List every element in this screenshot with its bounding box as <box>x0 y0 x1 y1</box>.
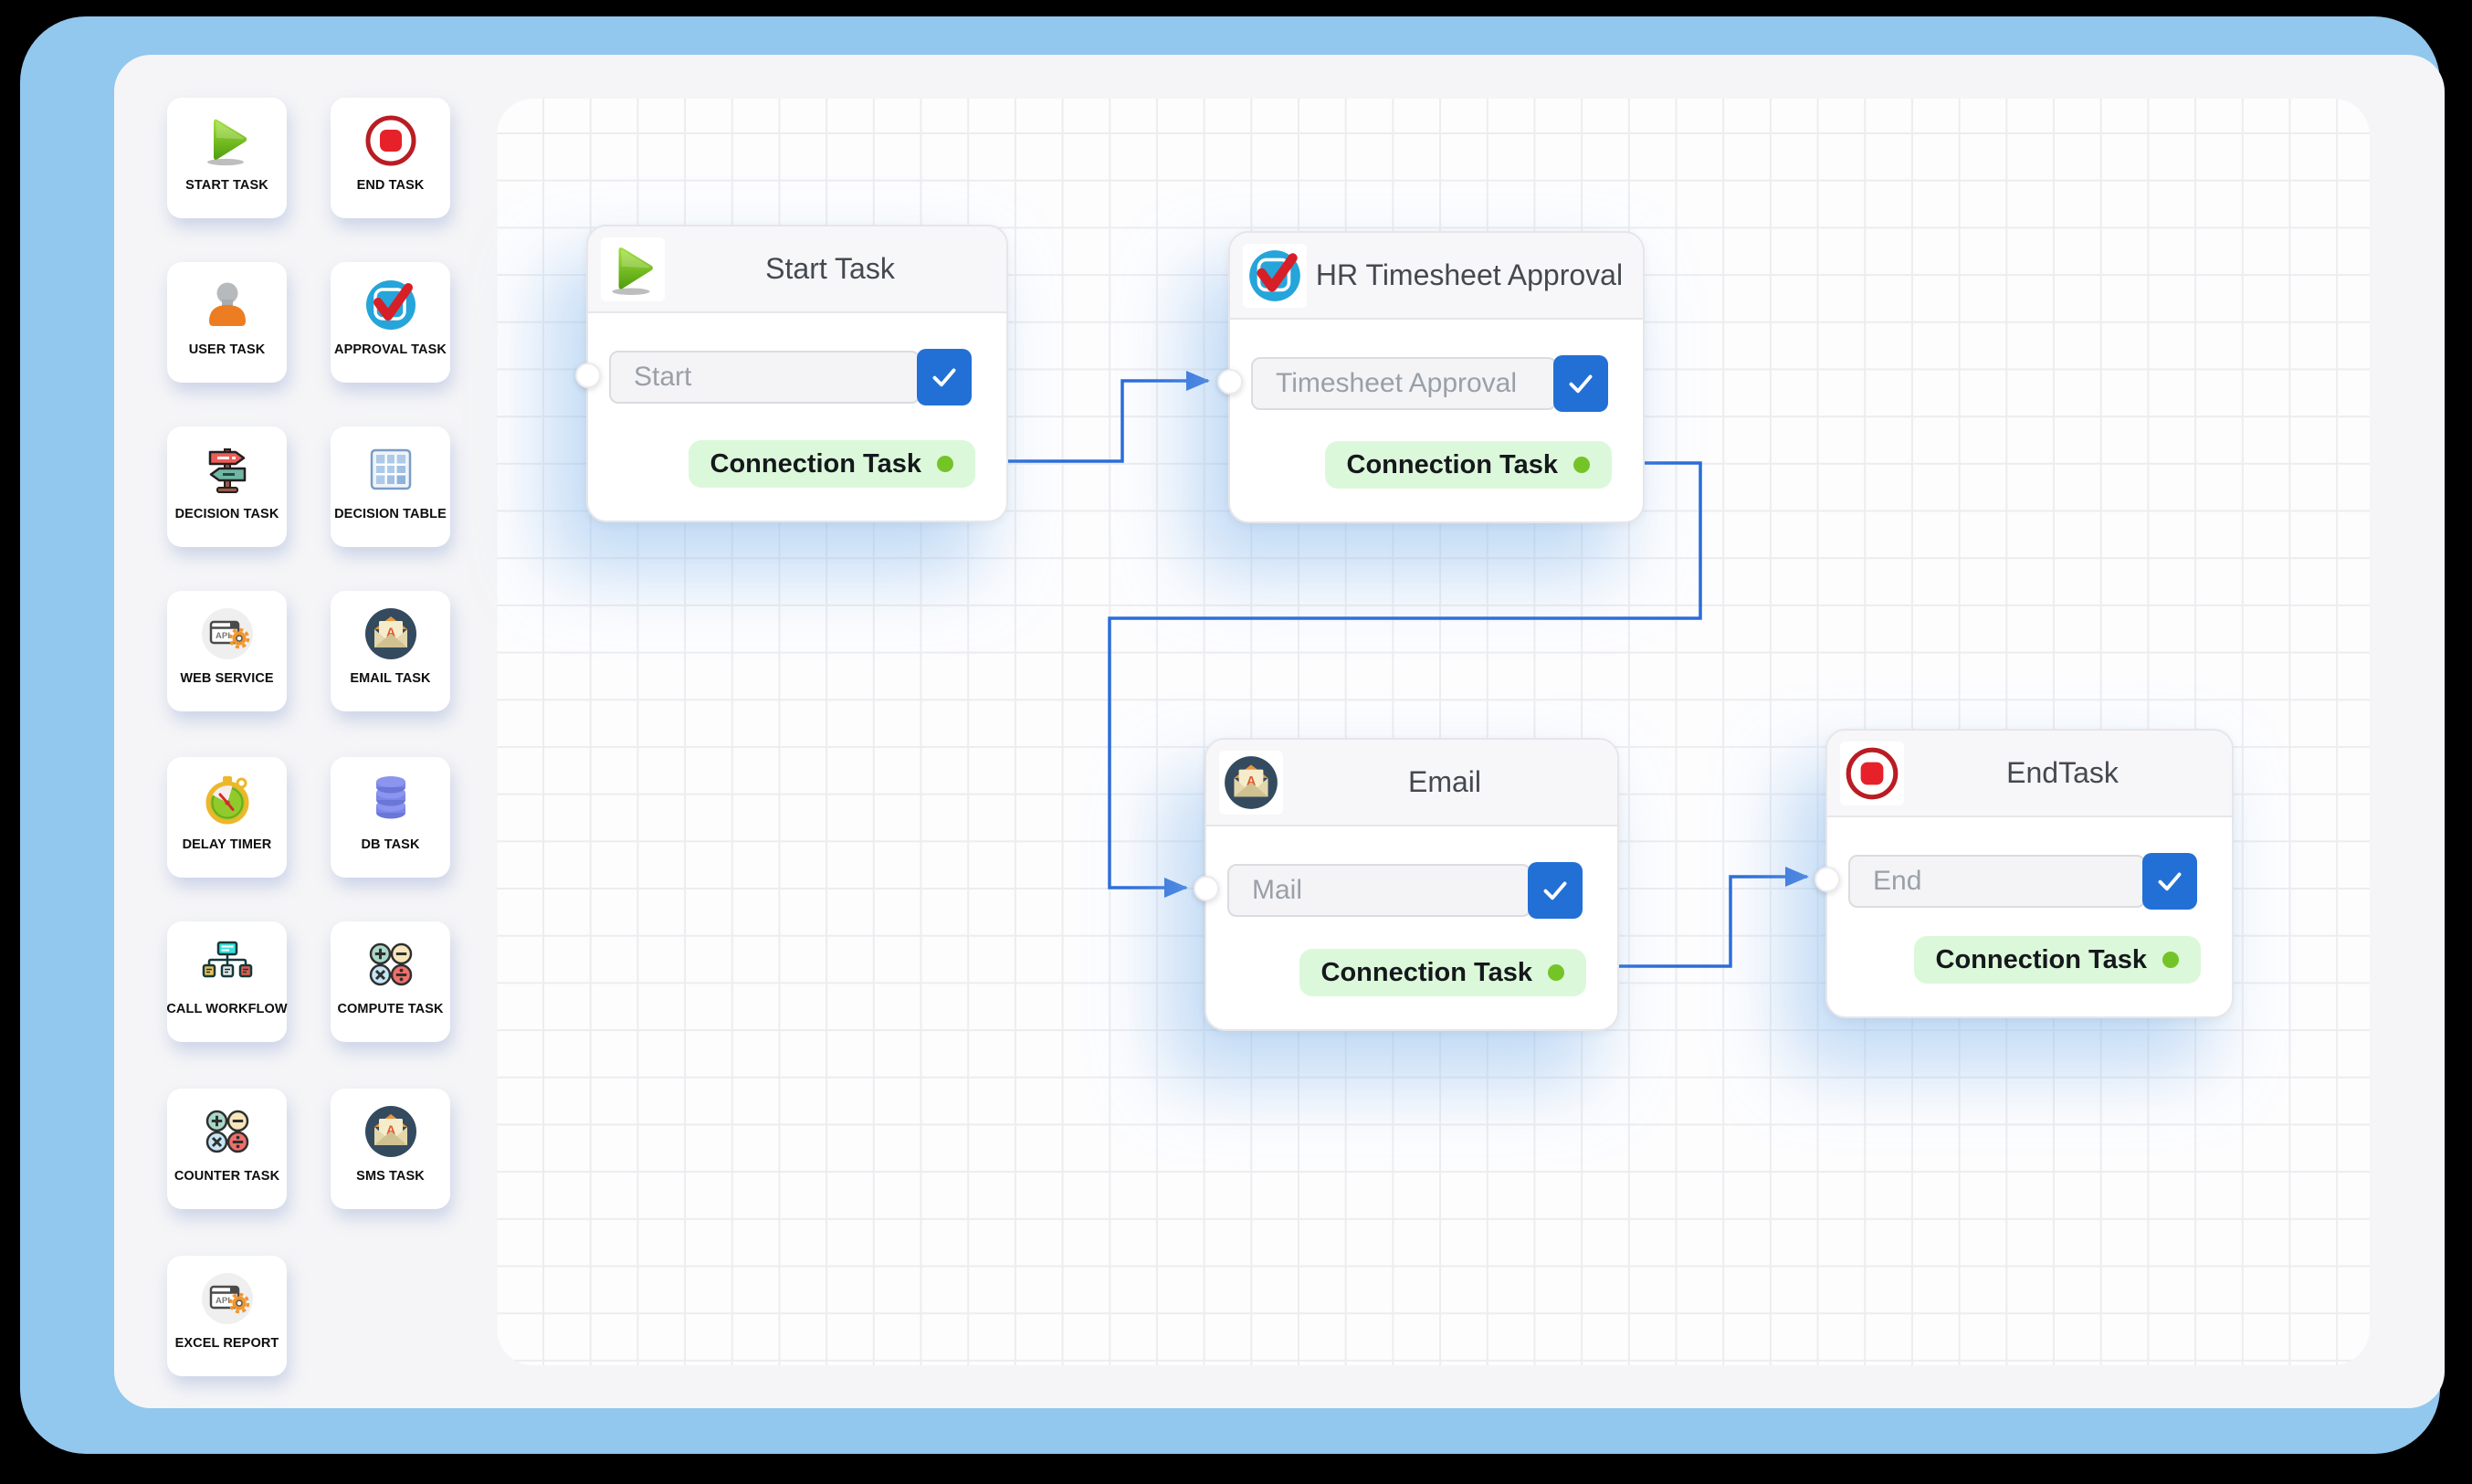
connection-task-badge[interactable]: Connection Task <box>1299 949 1586 996</box>
palette-item-user-task[interactable]: USER TASK <box>167 262 287 383</box>
palette-item-sms-task[interactable]: SMS TASK <box>331 1089 450 1209</box>
palette-item-decision-task[interactable]: DECISION TASK <box>167 426 287 547</box>
node-title: EndTask <box>2006 756 2119 789</box>
connection-task-badge[interactable]: Connection Task <box>1324 441 1612 489</box>
counter-task-icon <box>198 1102 257 1161</box>
call-workflow-icon <box>198 935 257 994</box>
palette-item-label: EMAIL TASK <box>350 671 431 686</box>
compute-task-icon <box>362 935 420 994</box>
palette-item-label: START TASK <box>185 178 268 193</box>
connection-task-badge[interactable]: Connection Task <box>1913 936 2201 984</box>
palette-item-label: DELAY TIMER <box>182 837 272 852</box>
badge-label: Connection Task <box>1935 944 2148 974</box>
email-task-icon <box>1219 750 1283 815</box>
palette-item-web-service[interactable]: WEB SERVICE <box>167 591 287 711</box>
confirm-button[interactable] <box>2142 853 2197 910</box>
palette-item-label: CALL WORKFLOW <box>166 1002 288 1016</box>
confirm-button[interactable] <box>917 349 972 405</box>
palette-item-db-task[interactable]: DB TASK <box>331 757 450 878</box>
palette-item-label: END TASK <box>356 178 425 193</box>
badge-dot <box>2162 952 2179 968</box>
palette-item-decision-table[interactable]: DECISION TABLE <box>331 426 450 547</box>
start-task-icon <box>601 237 665 301</box>
node-header: Email <box>1206 740 1617 826</box>
palette-item-counter-task[interactable]: COUNTER TASK <box>167 1089 287 1209</box>
db-task-icon <box>362 771 420 829</box>
badge-dot <box>937 456 953 472</box>
badge-label: Connection Task <box>710 448 922 479</box>
connection-email-to-endtask <box>1615 867 1809 968</box>
check-icon <box>2158 872 2182 891</box>
node-name-input[interactable]: End <box>1848 855 2146 908</box>
node-input-value: Mail <box>1252 875 1303 905</box>
palette-item-label: DECISION TASK <box>174 507 279 521</box>
excel-report-icon <box>198 1269 257 1328</box>
node-name-input[interactable]: Timesheet Approval <box>1251 357 1557 410</box>
node-header: HR Timesheet Approval <box>1230 233 1643 320</box>
node-name-input[interactable]: Start <box>609 351 920 404</box>
email-task-icon <box>362 605 420 663</box>
palette-item-start-task[interactable]: START TASK <box>167 98 287 218</box>
sms-task-icon <box>362 1102 420 1161</box>
palette-item-label: COUNTER TASK <box>174 1169 280 1184</box>
palette-item-label: COMPUTE TASK <box>337 1002 444 1016</box>
end-task-icon <box>1840 741 1904 805</box>
approval-task-icon <box>1243 243 1307 308</box>
badge-dot <box>1573 457 1590 473</box>
palette-item-label: USER TASK <box>188 342 266 357</box>
badge-dot <box>1548 964 1564 981</box>
palette-item-label: DECISION TABLE <box>334 507 447 521</box>
connection-start-task-to-hr-timesheet-approval <box>1005 371 1210 463</box>
node-input-value: Start <box>634 362 692 392</box>
check-icon <box>932 368 956 387</box>
node-header: Start Task <box>588 226 1006 313</box>
badge-label: Connection Task <box>1346 449 1559 479</box>
palette-item-end-task[interactable]: END TASK <box>331 98 450 218</box>
palette-item-call-workflow[interactable]: CALL WORKFLOW <box>166 921 288 1042</box>
palette-item-approval-task[interactable]: APPROVAL TASK <box>331 262 450 383</box>
connection-task-badge[interactable]: Connection Task <box>688 440 975 488</box>
input-port[interactable] <box>1815 867 1840 892</box>
user-task-icon <box>198 276 257 334</box>
badge-label: Connection Task <box>1320 957 1533 987</box>
palette-item-label: WEB SERVICE <box>180 671 274 686</box>
check-icon <box>1543 881 1567 900</box>
node-title: HR Timesheet Approval <box>1315 258 1624 291</box>
node-title: Start Task <box>765 252 895 285</box>
web-service-icon <box>198 605 257 663</box>
input-port[interactable] <box>1217 369 1243 395</box>
start-task-icon <box>198 111 257 170</box>
node-header: EndTask <box>1827 731 2232 817</box>
palette-item-excel-report[interactable]: EXCEL REPORT <box>167 1256 287 1376</box>
node-input-value: End <box>1873 866 1922 896</box>
palette-item-label: DB TASK <box>361 837 420 852</box>
palette-item-label: SMS TASK <box>356 1169 425 1184</box>
palette-item-compute-task[interactable]: COMPUTE TASK <box>331 921 450 1042</box>
input-port[interactable] <box>1194 876 1219 901</box>
decision-table-icon <box>362 440 420 499</box>
palette-item-label: EXCEL REPORT <box>174 1336 279 1351</box>
node-title: Email <box>1407 765 1481 798</box>
node-input-value: Timesheet Approval <box>1276 368 1518 398</box>
input-port[interactable] <box>575 363 601 388</box>
palette-item-delay-timer[interactable]: DELAY TIMER <box>167 757 287 878</box>
end-task-icon <box>362 111 420 170</box>
designer-panel: START TASK END TASK USER TASK APPROVAL TASK… <box>114 55 2445 1408</box>
confirm-button[interactable] <box>1553 355 1608 412</box>
confirm-button[interactable] <box>1528 862 1583 919</box>
node-name-input[interactable]: Mail <box>1227 864 1531 917</box>
approval-task-icon <box>362 276 420 334</box>
decision-task-icon <box>198 440 257 499</box>
app-frame: START TASK END TASK USER TASK APPROVAL TASK… <box>20 16 2445 1454</box>
palette-item-label: APPROVAL TASK <box>334 342 447 357</box>
check-icon <box>1569 374 1593 394</box>
delay-timer-icon <box>198 771 257 829</box>
palette-item-email-task[interactable]: EMAIL TASK <box>331 591 450 711</box>
